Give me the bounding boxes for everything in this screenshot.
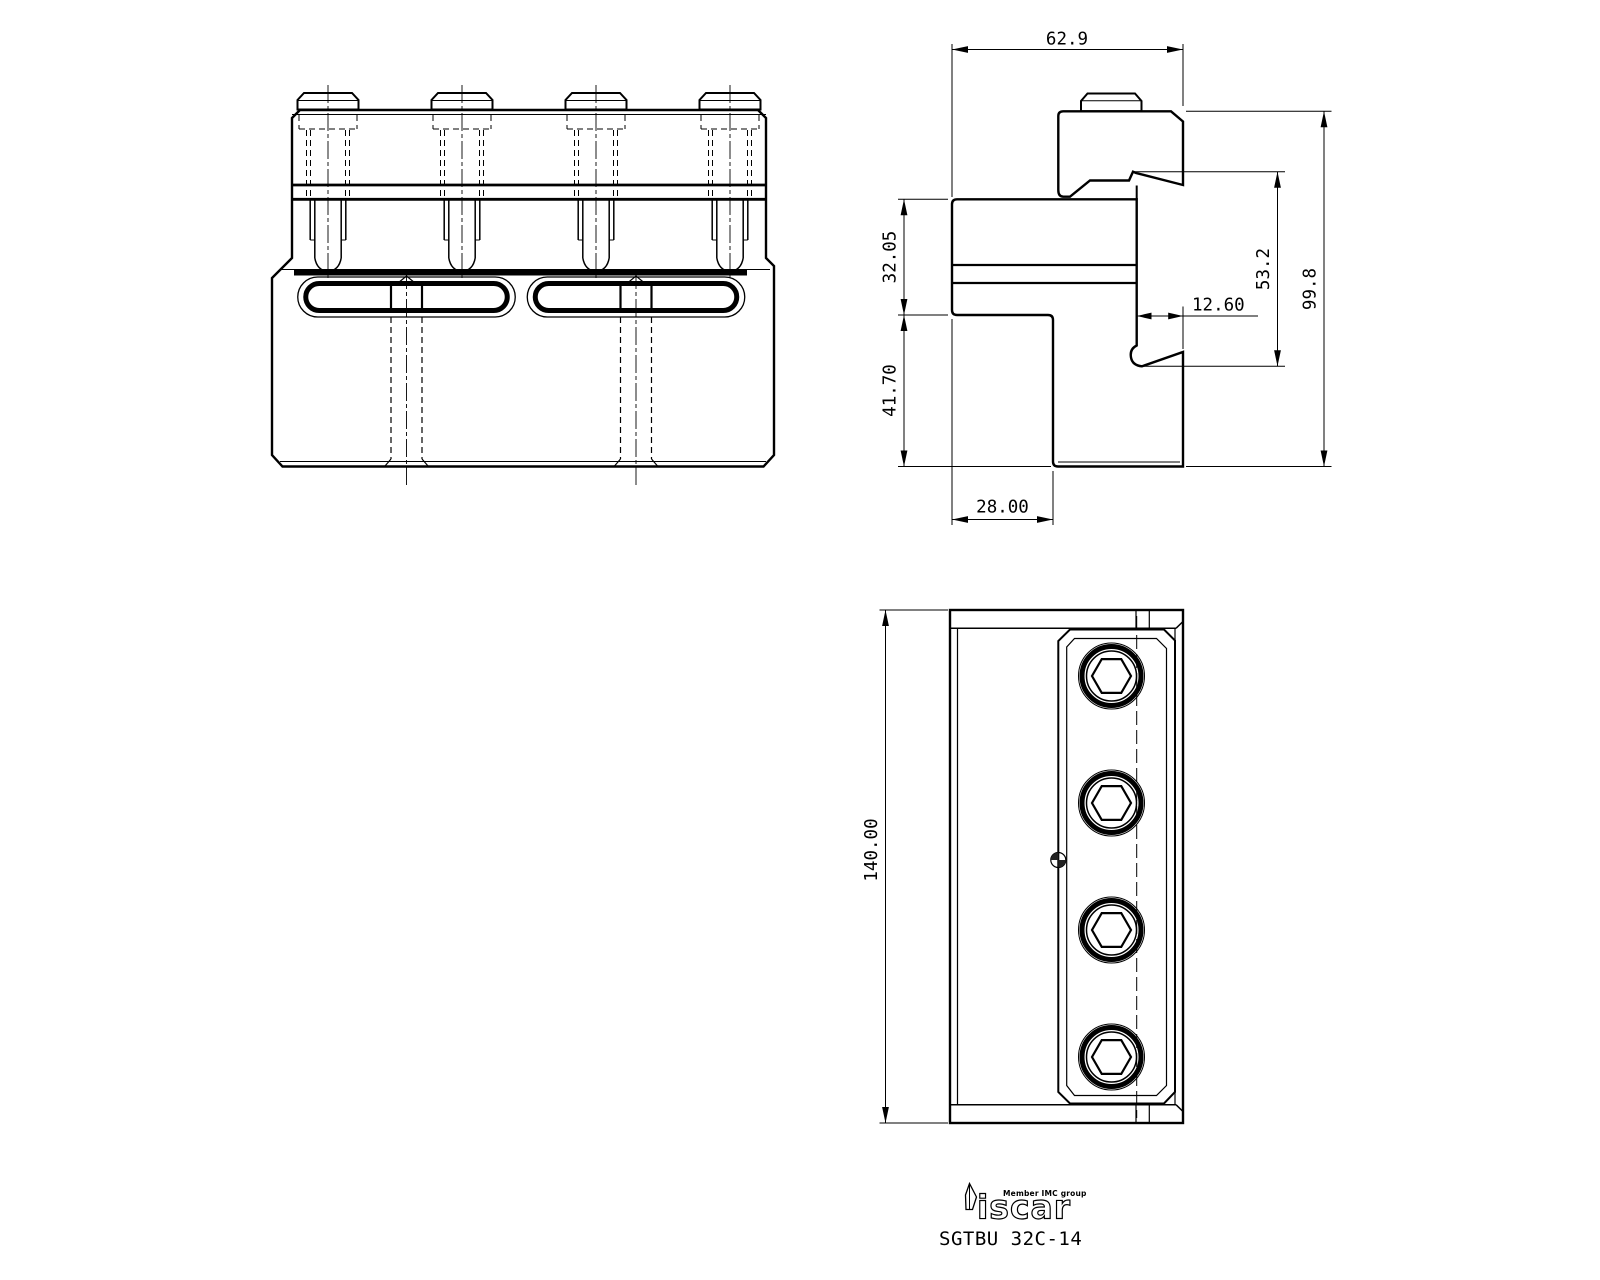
top-upper-band — [950, 620, 1184, 630]
top-lower-band — [950, 1103, 1184, 1113]
dimension-overall-length: 140.00 — [862, 609, 948, 1124]
iscar-logo: iscar Member IMC group — [964, 1181, 1087, 1227]
side-body-outline — [950, 198, 1185, 468]
dim-text-overall-length: 140.00 — [862, 818, 882, 881]
dimension-clamp-to-base: 53.2 — [1133, 171, 1285, 367]
dim-text-slot-offset: 12.60 — [1192, 296, 1245, 316]
side-clamp-outline — [1057, 110, 1185, 198]
center-mark — [1050, 851, 1067, 869]
side-slot-lines — [952, 263, 1137, 285]
logo-tagline: Member IMC group — [1003, 1189, 1087, 1198]
dim-text-leg-width: 28.00 — [976, 498, 1029, 518]
part-number: SGTBU 32C-14 — [939, 1228, 1082, 1250]
top-clamp-plate-outline — [1057, 628, 1176, 1105]
dimension-overall-height: 99.8 — [1186, 110, 1332, 467]
title-block: iscar Member IMC group SGTBU 32C-14 — [939, 1181, 1087, 1250]
logo-wordmark: iscar — [977, 1188, 1071, 1227]
dimension-leg-width: 28.00 — [951, 319, 1054, 525]
dimension-lower-body-height: 41.70 — [881, 315, 1051, 467]
logo-leaf-icon — [964, 1181, 978, 1211]
top-clamp-plate-inner — [1066, 637, 1168, 1097]
dim-text-lower-body-height: 41.70 — [881, 364, 901, 417]
front-view — [270, 84, 776, 487]
top-outline — [948, 608, 1185, 1125]
dim-text-clamp-to-base: 53.2 — [1254, 248, 1274, 290]
side-view: 62.9 32.05 41.70 28.00 12.60 — [881, 30, 1332, 525]
dim-text-overall-height: 99.8 — [1301, 268, 1321, 310]
top-band-ticks — [1135, 610, 1150, 1123]
dim-text-top-width: 62.9 — [1046, 30, 1088, 50]
dimension-slot-offset: 12.60 — [1136, 296, 1258, 349]
dimension-top-width: 62.9 — [951, 30, 1184, 197]
dim-text-upper-body-height: 32.05 — [881, 231, 901, 284]
top-view: 140.00 — [862, 608, 1185, 1125]
